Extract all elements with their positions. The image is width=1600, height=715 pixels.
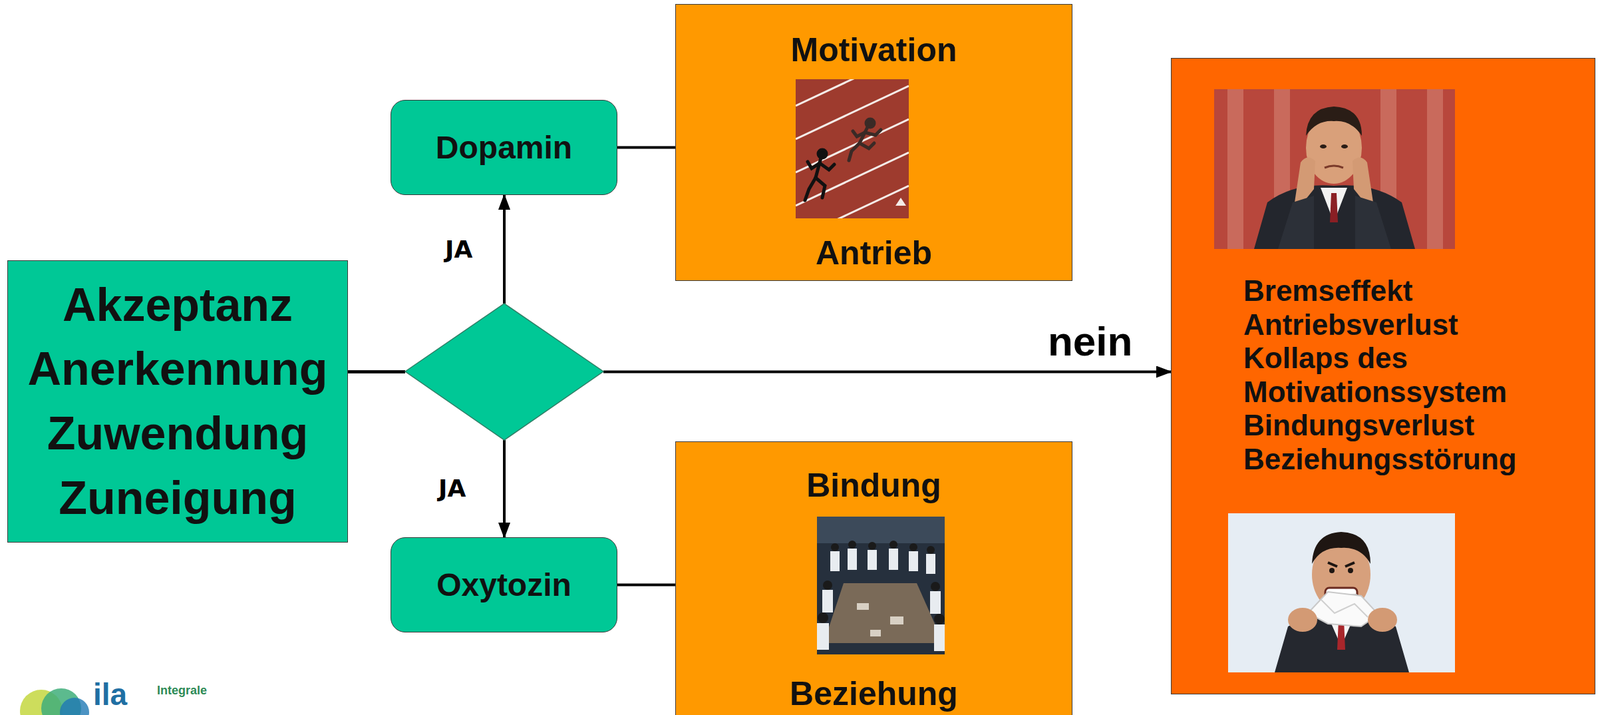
meeting-photo [816,516,945,654]
hormone-box: Dopamin [390,99,618,195]
logo-text: ila [93,676,128,712]
decision-diamond [405,303,604,440]
hormone-text: Oxytozin [436,565,572,605]
logo-circle [59,697,90,715]
consequence-text: Bindungsverlust [1243,408,1475,443]
edge-label-text: JA [445,235,473,263]
effect-box: MotivationAntrieb [675,3,1073,281]
consequence-text: Kollaps des Motivationssystem [1243,341,1543,409]
effect-box: BindungBeziehung [675,441,1073,715]
consequence-text: Antriebsverlust [1243,308,1459,342]
connector-line [617,583,676,587]
consequence-box: BremseffektAntriebsverlustKollaps des Mo… [1170,57,1596,694]
frustrated-man-photo [1214,89,1455,249]
consequence-text: Beziehungsstörung [1243,442,1517,477]
logo-label: Integrale [157,683,207,696]
effect-text: Beziehung [789,675,959,712]
edge-label: JA [445,236,473,263]
running-track-photo [795,79,909,219]
logo-label: ila [93,678,128,710]
concept-box: Akzeptanz Anerkennung Zuwendung Zuneigun… [7,260,348,543]
effect-text: Bindung [806,467,942,504]
consequence-text: Bremseffekt [1243,274,1413,309]
angry-man-photo [1228,512,1455,672]
edge-label-text: nein [1047,318,1133,364]
effect-text: Antrieb [815,234,933,273]
hormone-text: Dopamin [435,128,573,167]
edge-label: nein [1047,318,1133,364]
effect-text: Motivation [791,31,958,70]
hormone-box: Oxytozin [390,536,618,633]
edge-label: JA [438,475,466,502]
edge-label-text: JA [438,474,466,502]
logo-text: Integrale [157,683,207,697]
concept-text: Akzeptanz Anerkennung Zuwendung Zuneigun… [21,272,334,530]
connector-line [617,146,676,150]
